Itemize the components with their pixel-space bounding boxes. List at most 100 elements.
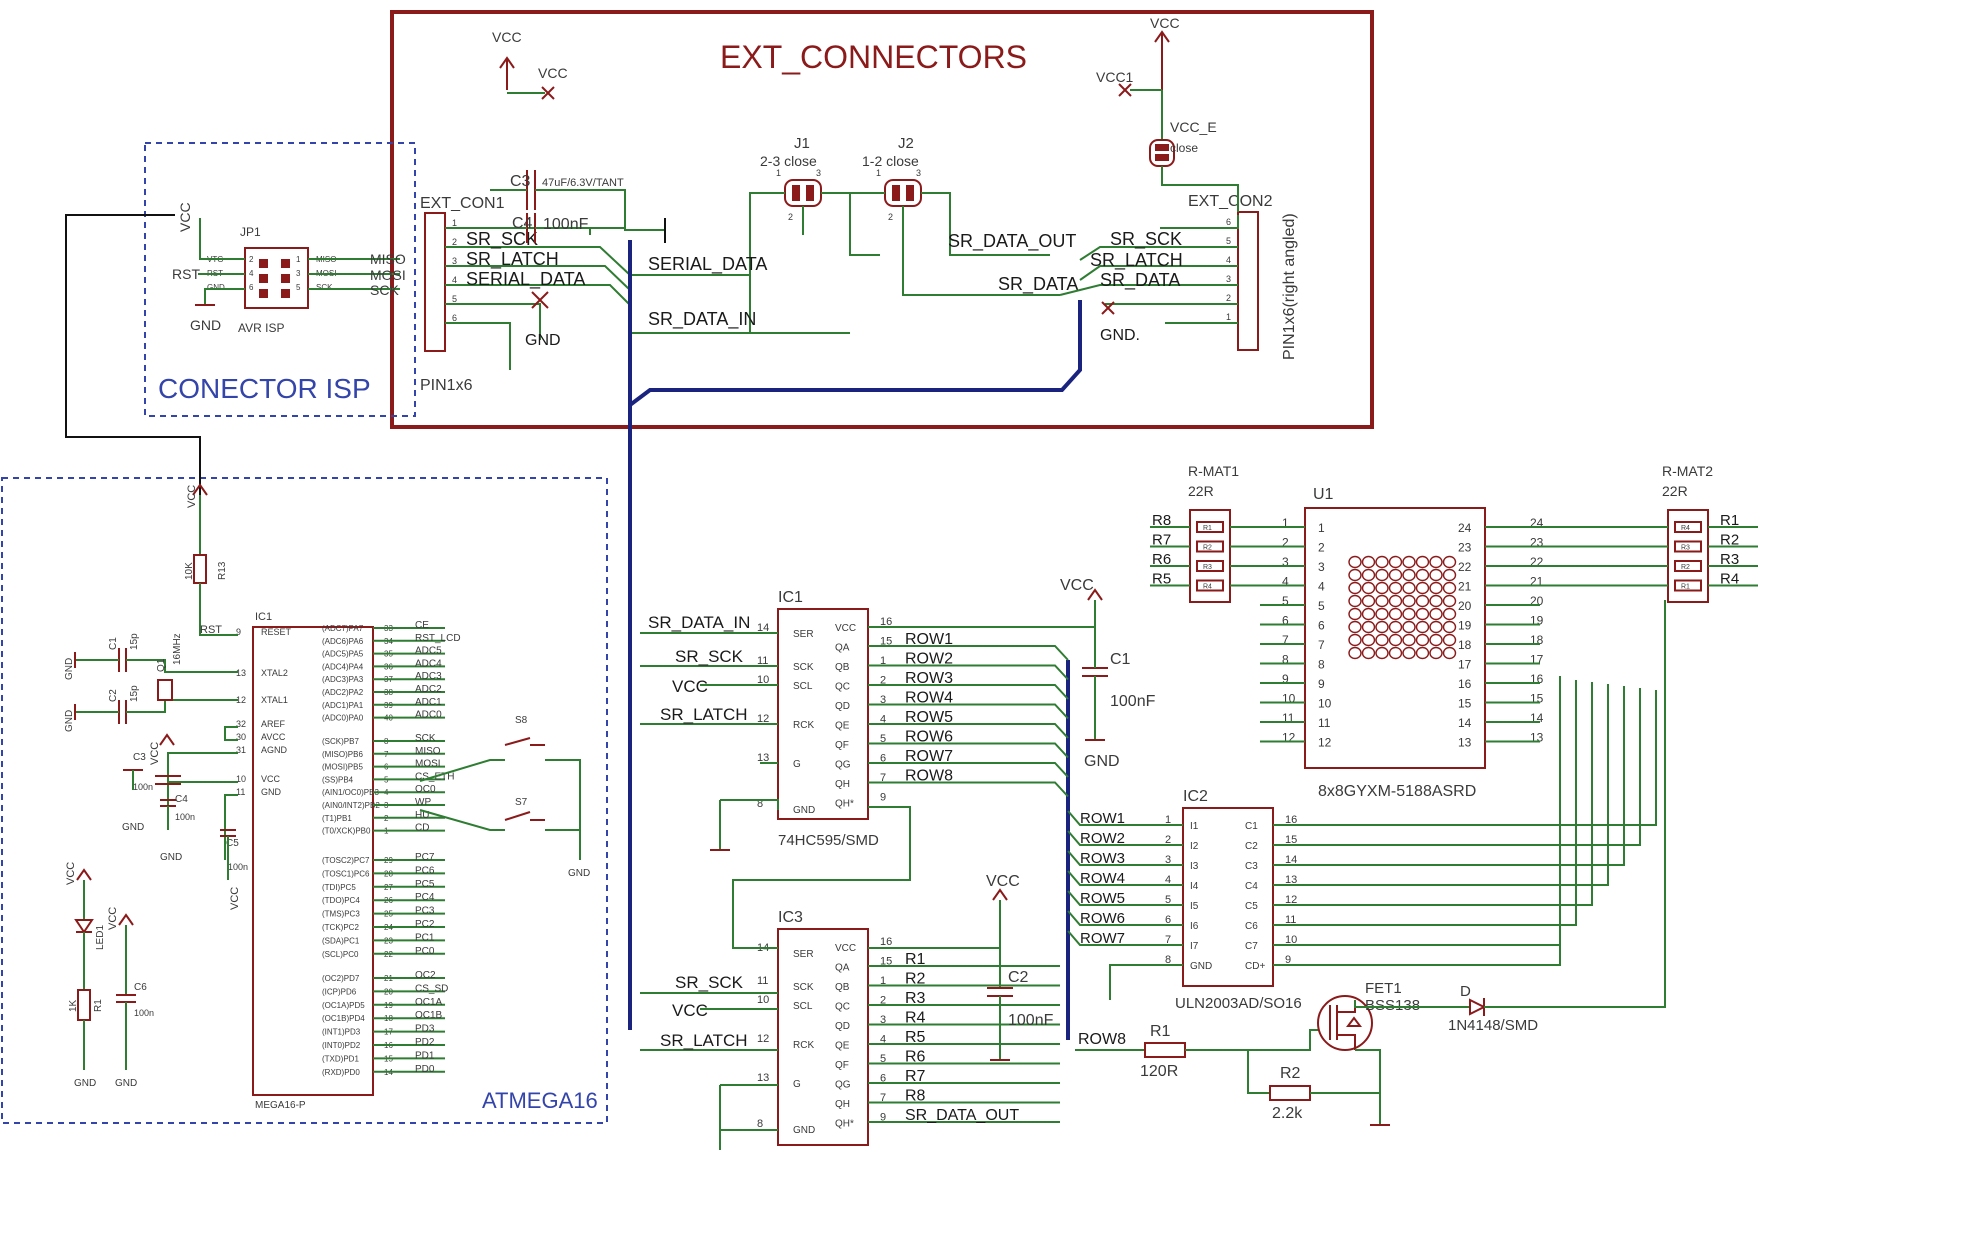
- matrix-led: [1402, 646, 1416, 660]
- s7-ref: S7: [515, 797, 528, 808]
- matrix-inner-left-pin: 3: [1318, 560, 1325, 574]
- ic2-in-net-label: ROW2: [1080, 830, 1125, 847]
- rmat-resistor: [1196, 521, 1224, 533]
- atmega-pin-xtal1: XTAL1: [261, 695, 288, 705]
- ext-con1-type: PIN1x6: [420, 377, 473, 394]
- matrix-inner-left-pin: 5: [1318, 599, 1325, 613]
- atmega-pin-label: (MOSI)PB5: [322, 763, 363, 772]
- sr-left-pin-label: GND: [793, 1125, 815, 1136]
- ic2-left-pin-number: 8: [1165, 954, 1171, 966]
- rmat-net-label: R8: [1152, 512, 1171, 529]
- ic2-right-pin-number: 12: [1285, 894, 1297, 906]
- atmega-title: ATMEGA16: [482, 1088, 598, 1113]
- vcc-c6: VCC: [107, 907, 119, 930]
- sr-right-pin-label: QG: [835, 760, 851, 771]
- vcc-e-label: VCC_E: [1170, 119, 1217, 135]
- sr-left-pin-label: G: [793, 1079, 801, 1090]
- isp-num-2: 2: [249, 255, 254, 264]
- matrix-led: [1361, 555, 1376, 569]
- j1-note: 2-3 close: [760, 153, 817, 169]
- ext-connectors-title: EXT_CONNECTORS: [720, 39, 1027, 75]
- atmega-pin-label: (ADC4)PA4: [322, 662, 364, 671]
- ext-con1-sck-label: SR_SCK: [466, 229, 538, 250]
- atmega-left-pins: RESET XTAL2 XTAL1 AREF AVCC AGND VCC GND…: [236, 627, 292, 797]
- isp-part: AVR ISP: [238, 321, 284, 335]
- ic2-part: ULN2003AD/SO16: [1175, 995, 1302, 1012]
- ic2-out-wire: [1273, 682, 1593, 906]
- rmat-net-label: R2: [1720, 532, 1739, 549]
- atmega-pin-label: (ADC5)PA5: [322, 650, 364, 659]
- ic2-right-pin-number: 9: [1285, 954, 1291, 966]
- ext-con2-pin2: 2: [1226, 293, 1231, 303]
- matrix-led: [1361, 581, 1376, 595]
- ic2-left-pin-label: I7: [1190, 941, 1199, 952]
- ic3-ref: IC3: [778, 909, 803, 926]
- ext-con1-data-label: SERIAL_DATA: [466, 269, 585, 290]
- row-wire: [868, 723, 1069, 739]
- matrix-inner-right-pin: 21: [1458, 580, 1472, 594]
- ic2-out-wire: [1273, 676, 1561, 966]
- q1-value: 16MHz: [172, 633, 183, 665]
- atmega-net-label: SCK: [415, 733, 436, 744]
- atmega-pin-label: (T0/XCK)PB0: [322, 827, 371, 836]
- atmega-net-label: WP: [415, 797, 431, 808]
- matrix-led: [1415, 607, 1430, 621]
- atmega-net-label: PC7: [415, 852, 435, 863]
- rmat-inner-label: R1: [1681, 584, 1690, 591]
- matrix-inner-left-pin: 6: [1318, 619, 1325, 633]
- r-net-label: SR_DATA_OUT: [905, 1107, 1019, 1124]
- j1-pin3: 3: [816, 168, 821, 178]
- atmega-support: VCC R13 10K RST C1 15p C2 15p Q1 16MHz G…: [64, 483, 590, 1089]
- r13-ref: R13: [217, 561, 228, 580]
- matrix-led: [1429, 607, 1443, 621]
- ic3-net-sck: SR_SCK: [675, 973, 744, 992]
- rmat-resistor: [1674, 540, 1702, 553]
- ic2-right-pin-number: 11: [1285, 914, 1296, 926]
- sr-right-pin-label: QC: [835, 682, 850, 693]
- atmega-num-31: 31: [236, 745, 246, 755]
- atmega-net-label: PC0: [415, 946, 435, 957]
- sr-right-pin-number: 5: [880, 1053, 886, 1065]
- atmega-pin-label: (ICP)PD6: [322, 987, 357, 996]
- sr-left-pin-number: 11: [757, 975, 768, 987]
- matrix-led: [1348, 633, 1362, 647]
- ic1-part: 74HC595/SMD: [778, 832, 879, 849]
- driver-fet-part: BSS138: [1365, 997, 1420, 1014]
- atmega-num-30: 30: [236, 732, 246, 742]
- atmega-net-label: OC1B: [415, 1010, 443, 1021]
- ic2-left-pin-label: I3: [1190, 861, 1199, 872]
- atmega-pin-label: (ADC2)PA2: [322, 688, 364, 697]
- rmat-inner-label: R3: [1681, 545, 1690, 552]
- ic2-right-pin-label: C7: [1245, 941, 1258, 952]
- matrix-led: [1361, 568, 1376, 582]
- ext-con2: EXT_CON2 PIN1x6(right angled) 6 5 4 3 2 …: [1059, 193, 1298, 360]
- atmega-net-label: HU: [415, 810, 429, 821]
- driver-r1-value: 120R: [1140, 1063, 1178, 1080]
- ext-con1-pin5: 5: [452, 294, 457, 304]
- isp-title: CONECTOR ISP: [158, 373, 371, 404]
- atmega-pin-label: (OC1A)PD5: [322, 1001, 365, 1010]
- c2-vcc: VCC: [986, 873, 1020, 890]
- sr-right-pin-number: 6: [880, 753, 886, 765]
- atmega-net-label: PC3: [415, 906, 435, 917]
- ic2-left-pin-number: 6: [1165, 914, 1171, 926]
- matrix-led: [1388, 646, 1403, 660]
- atmega-num-32: 32: [236, 719, 246, 729]
- matrix-led: [1402, 607, 1416, 621]
- matrix-inner-left-pin: 4: [1318, 580, 1325, 594]
- atmega-pin-label: (TXD)PD1: [322, 1054, 359, 1063]
- matrix-inner-left-pin: 12: [1318, 736, 1332, 750]
- sr-right-pin-number: 3: [880, 1014, 886, 1026]
- atmega-pin-label: (TDI)PC5: [322, 883, 356, 892]
- atmega-net-label: ADC4: [415, 658, 442, 669]
- c3-atmega-value: 100n: [133, 782, 153, 792]
- ext-con2-sck-label: SR_SCK: [1110, 229, 1182, 250]
- rmat-net-label: R5: [1152, 571, 1171, 588]
- ic3-net-vcc: VCC: [672, 1001, 708, 1020]
- matrix-led: [1388, 581, 1403, 595]
- ic2-right-pin-label: C5: [1245, 901, 1258, 912]
